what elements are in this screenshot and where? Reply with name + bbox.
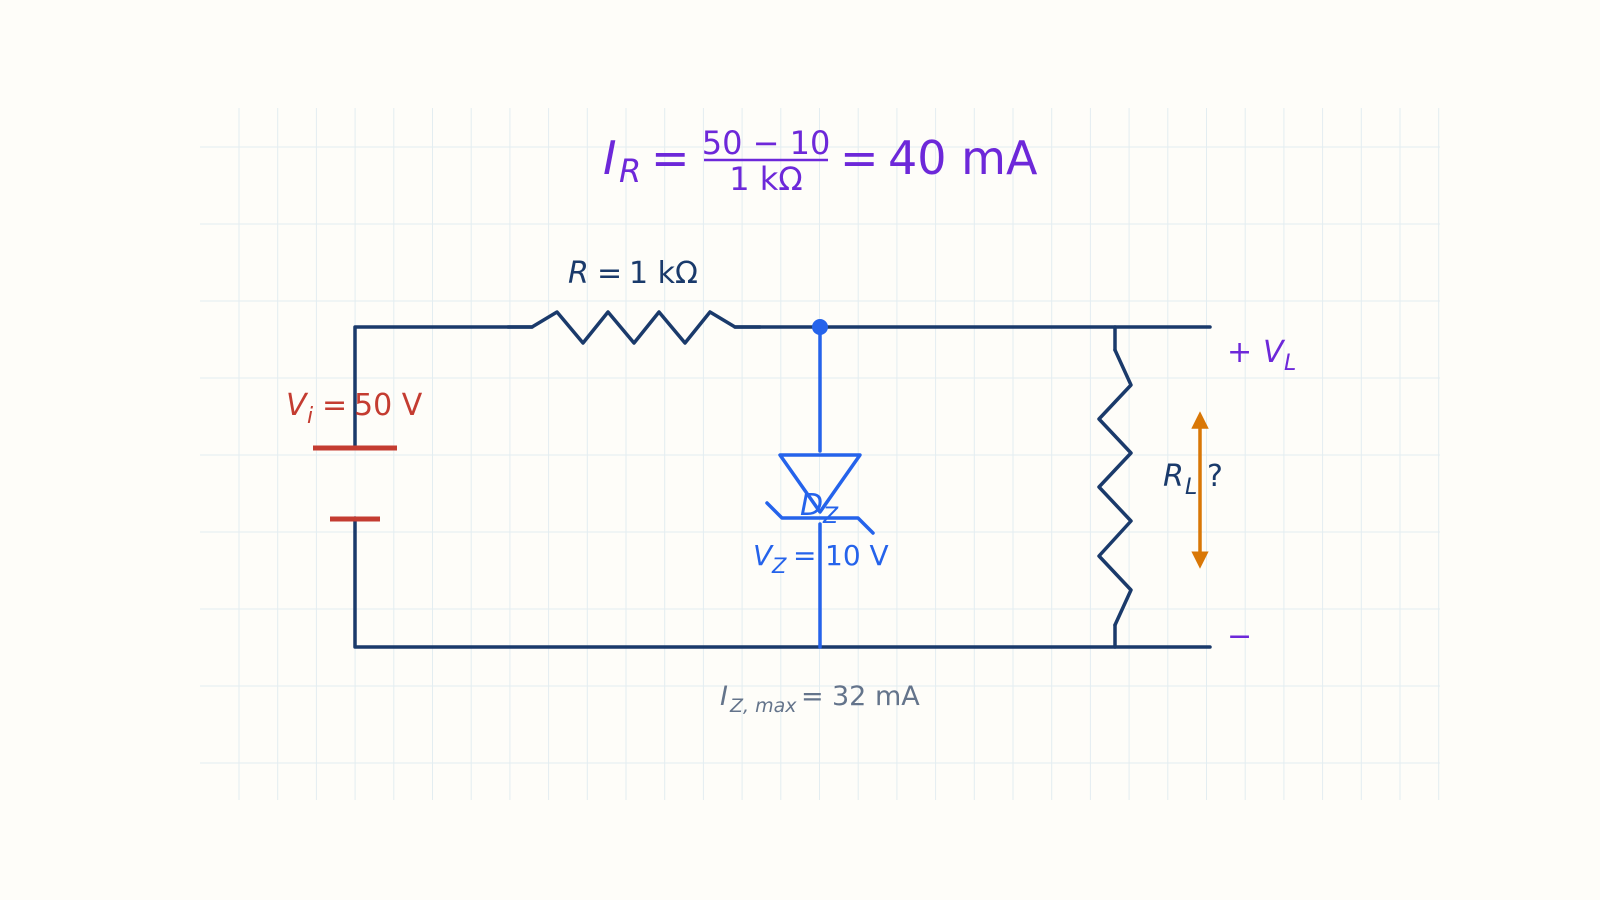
zener-label: D Z <box>800 488 839 529</box>
output-plus: + <box>1227 335 1252 370</box>
output-symbol: V <box>1263 335 1286 370</box>
series-resistor <box>506 310 762 345</box>
zener-triangle <box>778 453 862 514</box>
zener-voltage-equals: = <box>793 539 816 572</box>
junction-node <box>812 319 828 335</box>
zener-symbol: D <box>800 488 823 523</box>
resistor-equals: = <box>597 256 622 291</box>
equation-numerator: 50 − 10 <box>702 124 831 162</box>
output-subscript: L <box>1284 351 1296 376</box>
equation-result: 40 mA <box>888 131 1038 185</box>
load-subscript: L <box>1185 475 1197 500</box>
equation-equals: = <box>651 131 690 185</box>
zener-max-current-note: I Z, max = 32 mA <box>720 681 920 717</box>
note-equals: = <box>801 681 824 712</box>
wire-bottom <box>353 516 1212 649</box>
source-value: 50 V <box>354 388 423 423</box>
zener-voltage-subscript: Z <box>771 554 787 578</box>
note-symbol: I <box>720 681 728 712</box>
output-minus: − <box>1227 619 1252 654</box>
load-label: R L ? <box>1163 459 1223 500</box>
source-label: V i = 50 V <box>286 388 423 429</box>
load-question: ? <box>1207 459 1223 494</box>
equation-equals-result: = <box>840 131 879 185</box>
zener-voltage-value: 10 V <box>825 539 889 572</box>
battery-source <box>313 445 397 522</box>
source-equals: = <box>322 388 347 423</box>
output-voltage-label: + V L − <box>1227 335 1296 654</box>
source-symbol: V <box>286 388 309 423</box>
zener-subscript: Z <box>822 504 839 529</box>
wire-top-left <box>353 325 534 450</box>
equation-denominator: 1 kΩ <box>729 160 803 198</box>
equation-lhs-symbol: I <box>603 131 617 185</box>
zener-voltage-label: V Z = 10 V <box>753 539 889 578</box>
zener-diode <box>765 325 875 649</box>
wires <box>353 325 1212 649</box>
load-symbol: R <box>1163 459 1184 494</box>
load-resistor <box>1097 348 1133 627</box>
note-value: 32 mA <box>832 681 920 712</box>
equation-lhs-subscript: R <box>619 152 641 190</box>
note-subscript: Z, max <box>729 695 797 717</box>
resistor-symbol: R <box>568 256 589 291</box>
source-subscript: i <box>307 404 313 429</box>
resistor-value: 1 kΩ <box>629 256 698 291</box>
background-grid <box>200 108 1440 800</box>
zener-bar <box>765 501 875 535</box>
resistor-label: R = 1 kΩ <box>568 256 698 291</box>
current-equation: I R = 50 − 10 1 kΩ = 40 mA <box>603 124 1038 198</box>
zener-voltage-symbol: V <box>753 539 774 572</box>
